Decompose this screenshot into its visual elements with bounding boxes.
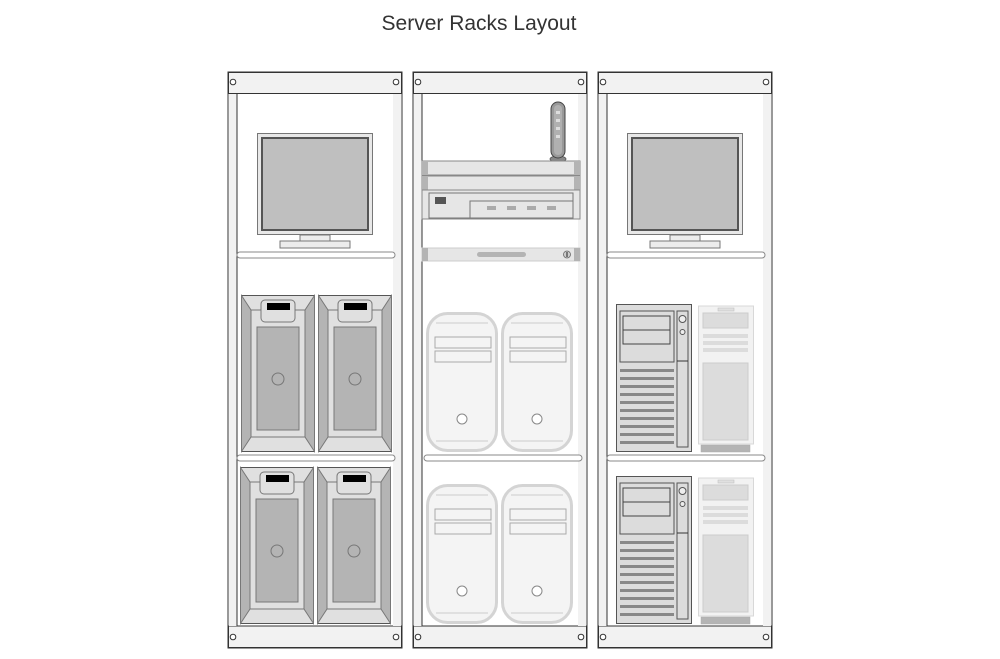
rack-blank-panel[interactable] (421, 247, 581, 262)
slim-tower[interactable] (698, 305, 754, 453)
tower-server[interactable] (318, 295, 392, 452)
diagram-title: Server Racks Layout (381, 12, 577, 35)
slim-tower[interactable] (698, 477, 754, 625)
shelf (606, 454, 766, 462)
lcd-monitor[interactable] (256, 132, 374, 249)
wireless-access-point[interactable] (549, 101, 567, 163)
mac-pro-tower[interactable] (501, 484, 573, 624)
shelf (606, 251, 766, 259)
shelf (236, 454, 396, 462)
tower-server[interactable] (240, 467, 314, 624)
rack-router[interactable] (421, 189, 581, 220)
rack-switch[interactable] (421, 160, 581, 176)
tower-server[interactable] (241, 295, 315, 452)
shelf (423, 454, 583, 462)
pc-tower[interactable] (616, 476, 692, 624)
rack-3 (597, 71, 773, 649)
shelf (236, 251, 396, 259)
pc-tower[interactable] (616, 304, 692, 452)
mac-pro-tower[interactable] (426, 312, 498, 452)
tower-server[interactable] (317, 467, 391, 624)
mac-pro-tower[interactable] (501, 312, 573, 452)
rack-1 (227, 71, 403, 649)
rack-2 (412, 71, 588, 649)
lcd-monitor[interactable] (626, 132, 744, 249)
mac-pro-tower[interactable] (426, 484, 498, 624)
rack-switch[interactable] (421, 175, 581, 191)
